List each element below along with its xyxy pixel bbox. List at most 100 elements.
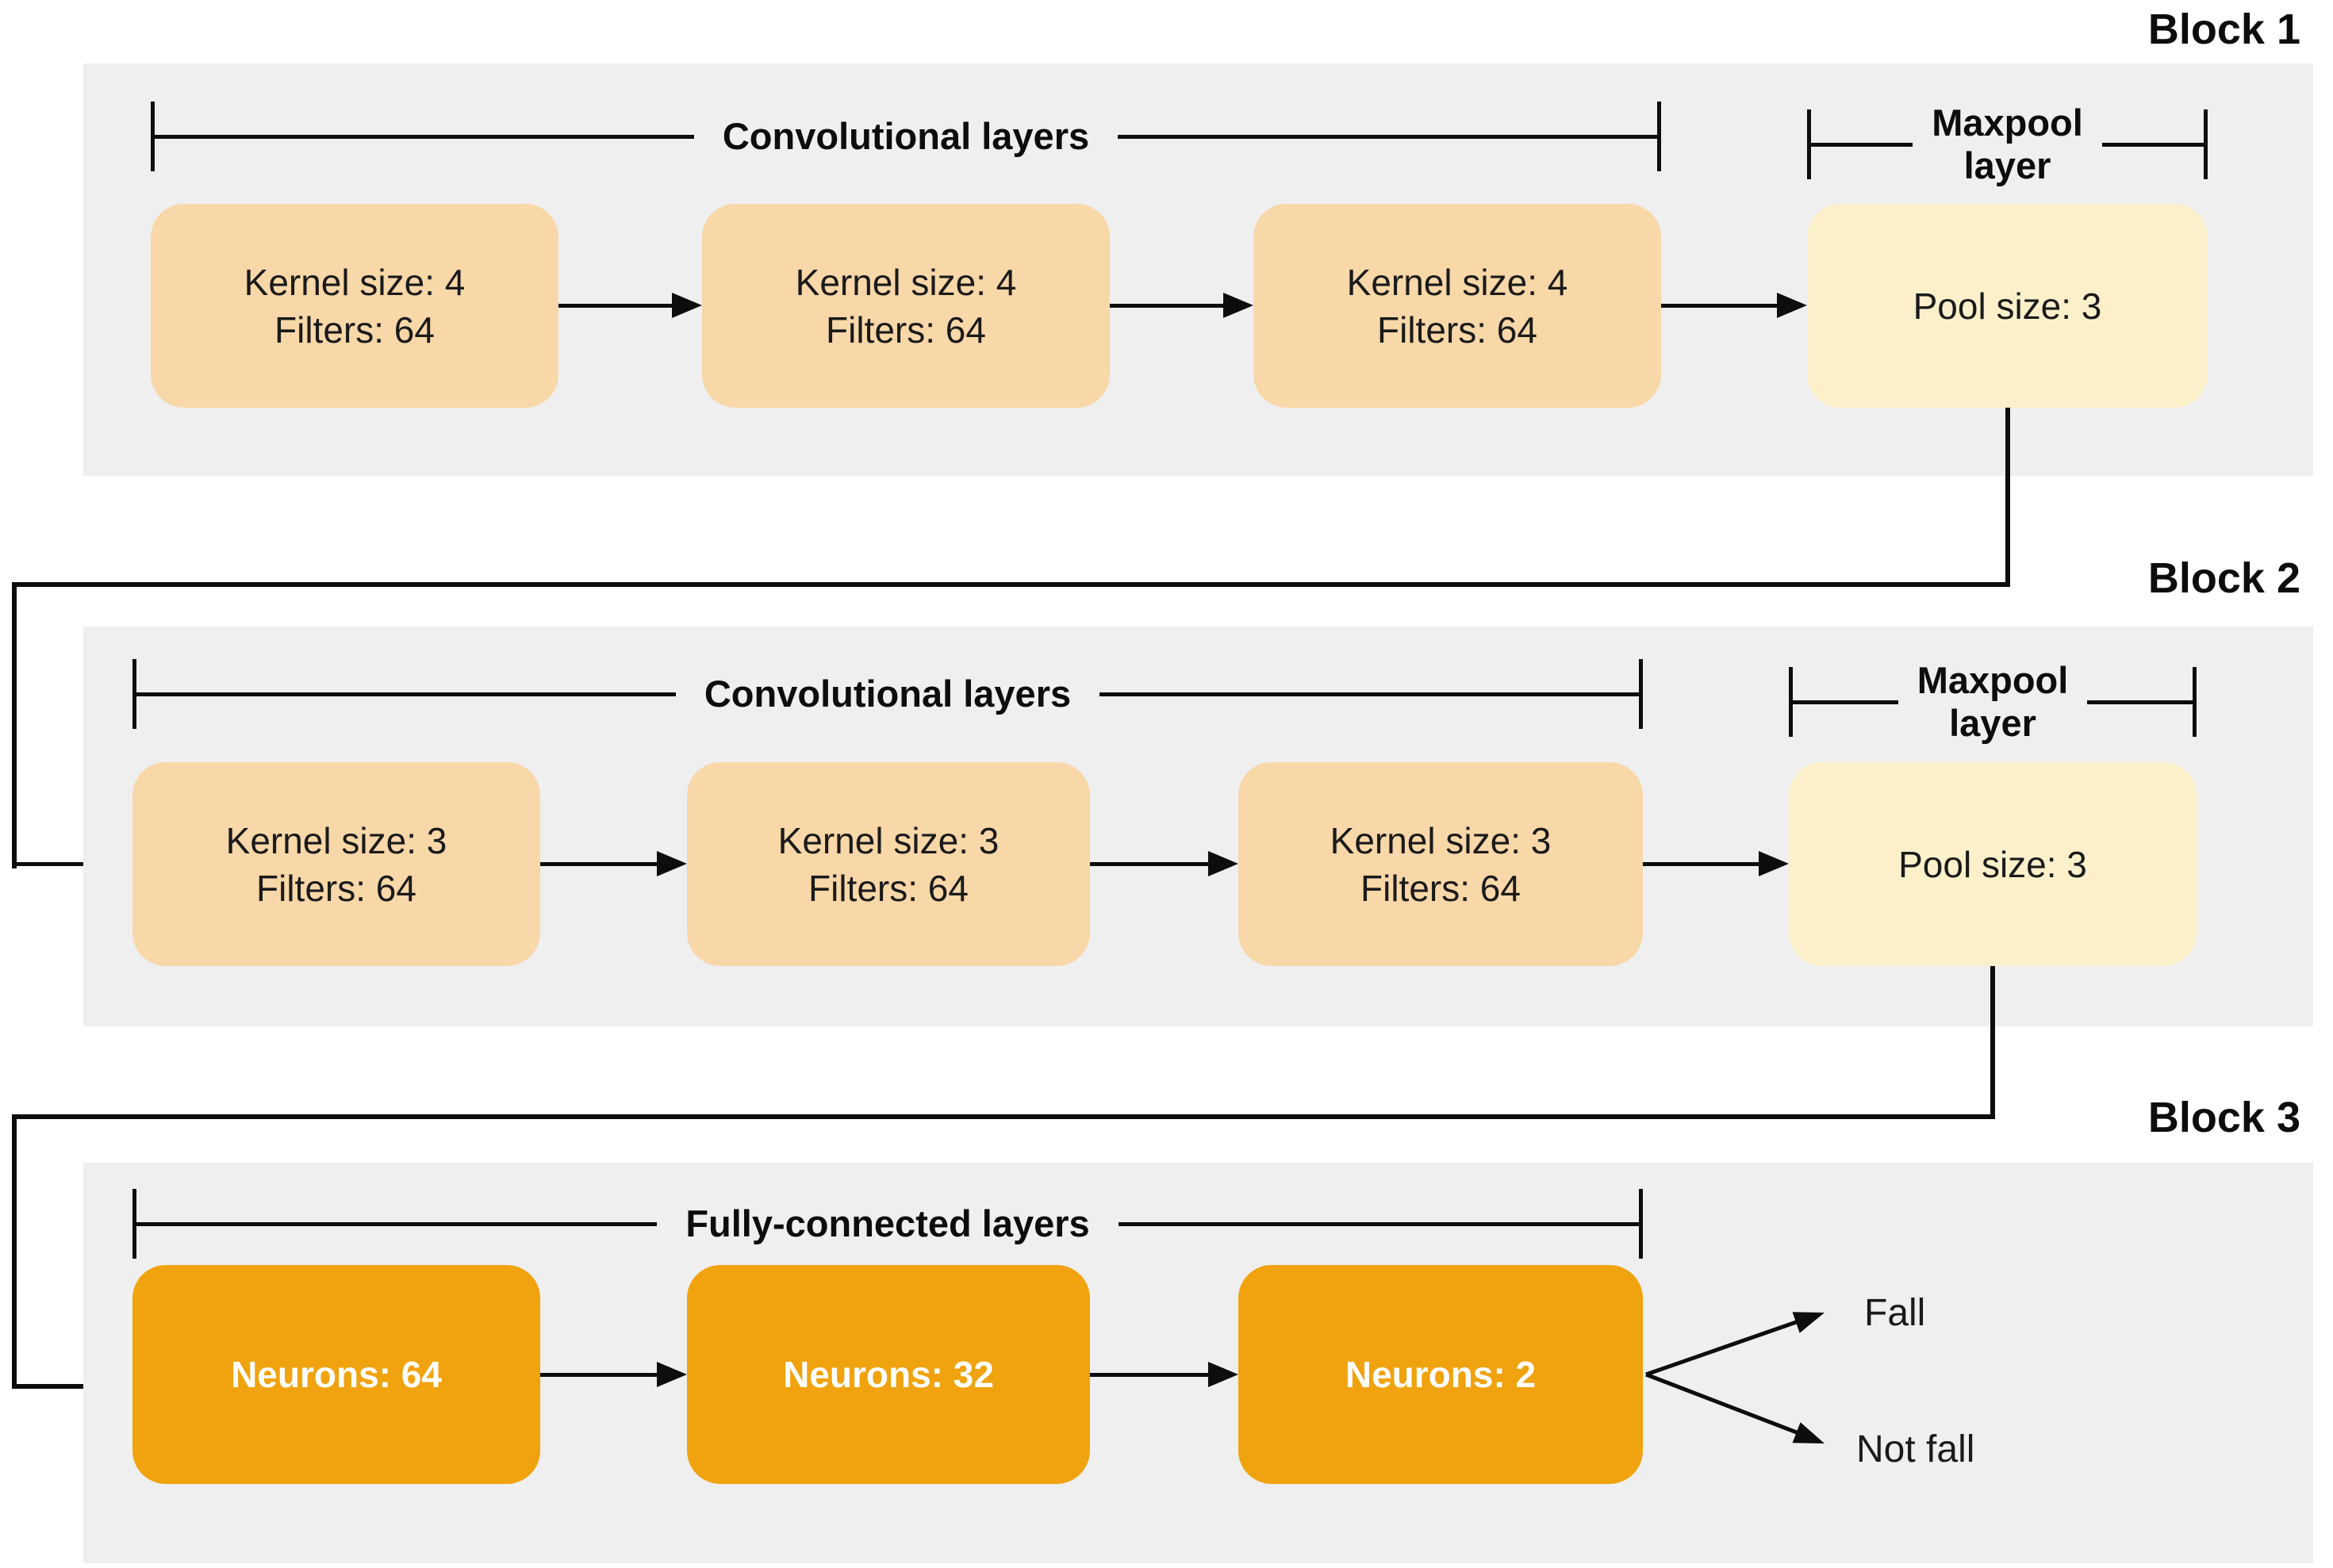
- fc-box-1: Neurons: 64: [132, 1265, 540, 1484]
- bracket-line: [1793, 700, 1898, 704]
- arrow-shaft: [540, 861, 657, 866]
- bracket-line: [2087, 700, 2193, 704]
- bracket-left-tick: [132, 659, 136, 729]
- fc-box-text: Neurons: 64: [231, 1354, 442, 1395]
- arrowhead-icon: [1208, 1362, 1238, 1387]
- bracket-line: [1118, 134, 1657, 139]
- bracket-line: [1118, 1221, 1639, 1226]
- block1-to-block2-connector-segment: [12, 582, 2010, 587]
- bracket-left-tick: [1789, 667, 1793, 737]
- block-2-label: Block 2: [2147, 554, 2300, 602]
- arrowhead-icon: [1792, 1422, 1825, 1443]
- arrowhead-icon: [1223, 293, 1253, 318]
- block2-to-block3-connector-segment: [1990, 966, 1995, 1119]
- arrow-connector: [1090, 851, 1238, 876]
- arrow-connector: [558, 293, 702, 318]
- arrow-connector: [1090, 1362, 1238, 1387]
- pool-box-text: Pool size: 3: [1898, 843, 2087, 885]
- bracket-line: [136, 1221, 658, 1226]
- output-label-not-fall: Not fall: [1856, 1428, 1975, 1470]
- bracket-line: [136, 692, 676, 696]
- arrow-shaft: [1090, 861, 1208, 866]
- bracket-right-tick: [1657, 102, 1661, 171]
- conv-box-text-line2: Filters: 64: [826, 309, 986, 351]
- arrowhead-icon: [1777, 293, 1807, 318]
- pool-box-1: Pool size: 3: [1807, 204, 2208, 408]
- pool-box-2: Pool size: 3: [1789, 762, 2197, 966]
- bracket-left-tick: [132, 1189, 136, 1259]
- arrow-connector: [540, 1362, 687, 1387]
- conv-box-1-2: Kernel size: 4 Filters: 64: [702, 204, 1110, 408]
- block2-to-block3-connector-segment: [12, 1384, 89, 1389]
- block-3-label: Block 3: [2147, 1094, 2300, 1141]
- arrow-connector: [1661, 293, 1807, 318]
- conv-box-text-line1: Kernel size: 4: [795, 261, 1017, 303]
- arrowhead-icon: [657, 1362, 687, 1387]
- arrowhead-icon: [1759, 851, 1789, 876]
- arrow-shaft: [1090, 1372, 1208, 1377]
- conv-box-text-line2: Filters: 64: [808, 867, 969, 909]
- block-3-fully-connected-bracket: Fully-connected layers: [132, 1189, 1643, 1259]
- arrowhead-icon: [1792, 1312, 1825, 1333]
- block2-to-block3-connector-segment: [12, 1114, 1995, 1119]
- bracket-line: [1811, 142, 1913, 147]
- block-1-maxpool-bracket: Maxpool layer: [1807, 102, 2208, 187]
- output-fork-arrows: [1645, 1312, 1825, 1443]
- arrow-shaft: [540, 1372, 657, 1377]
- arrow-shaft: [1643, 861, 1759, 866]
- conv-box-text-line2: Filters: 64: [1377, 309, 1537, 351]
- pool-box-text: Pool size: 3: [1913, 285, 2102, 327]
- bracket-line: [155, 134, 694, 139]
- block2-to-block3-connector-segment: [12, 1114, 17, 1389]
- maxpool-label-line2: layer: [1949, 702, 2036, 744]
- arrow-shaft: [12, 861, 102, 866]
- fc-box-text: Neurons: 32: [783, 1354, 994, 1395]
- bracket-label: Convolutional layers: [704, 673, 1072, 715]
- arrow-shaft: [558, 303, 672, 308]
- conv-box-1-1: Kernel size: 4 Filters: 64: [151, 204, 558, 408]
- conv-box-text-line1: Kernel size: 3: [1330, 819, 1552, 861]
- bracket-right-tick: [2193, 667, 2197, 737]
- block-2-conv-layers-bracket: Convolutional layers: [132, 659, 1643, 729]
- conv-box-text-line1: Kernel size: 3: [777, 819, 1000, 861]
- conv-box-text-line1: Kernel size: 4: [244, 261, 466, 303]
- arrow-shaft: [1110, 303, 1223, 308]
- arrowhead-icon: [657, 851, 687, 876]
- bracket-left-tick: [151, 102, 155, 171]
- conv-box-text-line2: Filters: 64: [1360, 867, 1521, 909]
- bracket-right-tick: [1639, 659, 1643, 729]
- bracket-label: Maxpool layer: [1898, 659, 2088, 745]
- bracket-line: [1099, 692, 1639, 696]
- arrowhead-icon: [1208, 851, 1238, 876]
- arrow-shaft: [1661, 303, 1777, 308]
- conv-box-text-line1: Kernel size: 4: [1346, 261, 1568, 303]
- block-1-label: Block 1: [2147, 6, 2300, 53]
- maxpool-label-line1: Maxpool: [1932, 102, 2083, 144]
- output-label-fall: Fall: [1864, 1292, 1926, 1334]
- block1-to-block2-connector-segment: [12, 582, 17, 868]
- bracket-line: [2101, 142, 2204, 147]
- fc-box-2: Neurons: 32: [687, 1265, 1090, 1484]
- conv-box-2-1: Kernel size: 3 Filters: 64: [132, 762, 540, 966]
- bracket-label: Convolutional layers: [722, 115, 1090, 157]
- conv-box-text-line2: Filters: 64: [256, 867, 416, 909]
- conv-box-text-line2: Filters: 64: [274, 309, 435, 351]
- maxpool-label-line2: layer: [1963, 144, 2051, 186]
- fork-arrow-not-fall: [1645, 1372, 1802, 1436]
- bracket-label: Maxpool layer: [1913, 102, 2102, 187]
- bracket-left-tick: [1807, 109, 1811, 179]
- conv-box-2-3: Kernel size: 3 Filters: 64: [1238, 762, 1643, 966]
- conv-box-2-2: Kernel size: 3 Filters: 64: [687, 762, 1090, 966]
- block1-to-block2-connector-segment: [2005, 408, 2010, 587]
- arrow-connector: [1110, 293, 1253, 318]
- arrow-connector: [540, 851, 687, 876]
- conv-box-1-3: Kernel size: 4 Filters: 64: [1253, 204, 1661, 408]
- block-1-conv-layers-bracket: Convolutional layers: [151, 102, 1661, 171]
- fc-box-text: Neurons: 2: [1345, 1354, 1537, 1395]
- fc-box-3: Neurons: 2: [1238, 1265, 1643, 1484]
- arrow-connector: [1643, 851, 1789, 876]
- bracket-right-tick: [1639, 1189, 1643, 1259]
- bracket-right-tick: [2204, 109, 2208, 179]
- arrowhead-icon: [672, 293, 702, 318]
